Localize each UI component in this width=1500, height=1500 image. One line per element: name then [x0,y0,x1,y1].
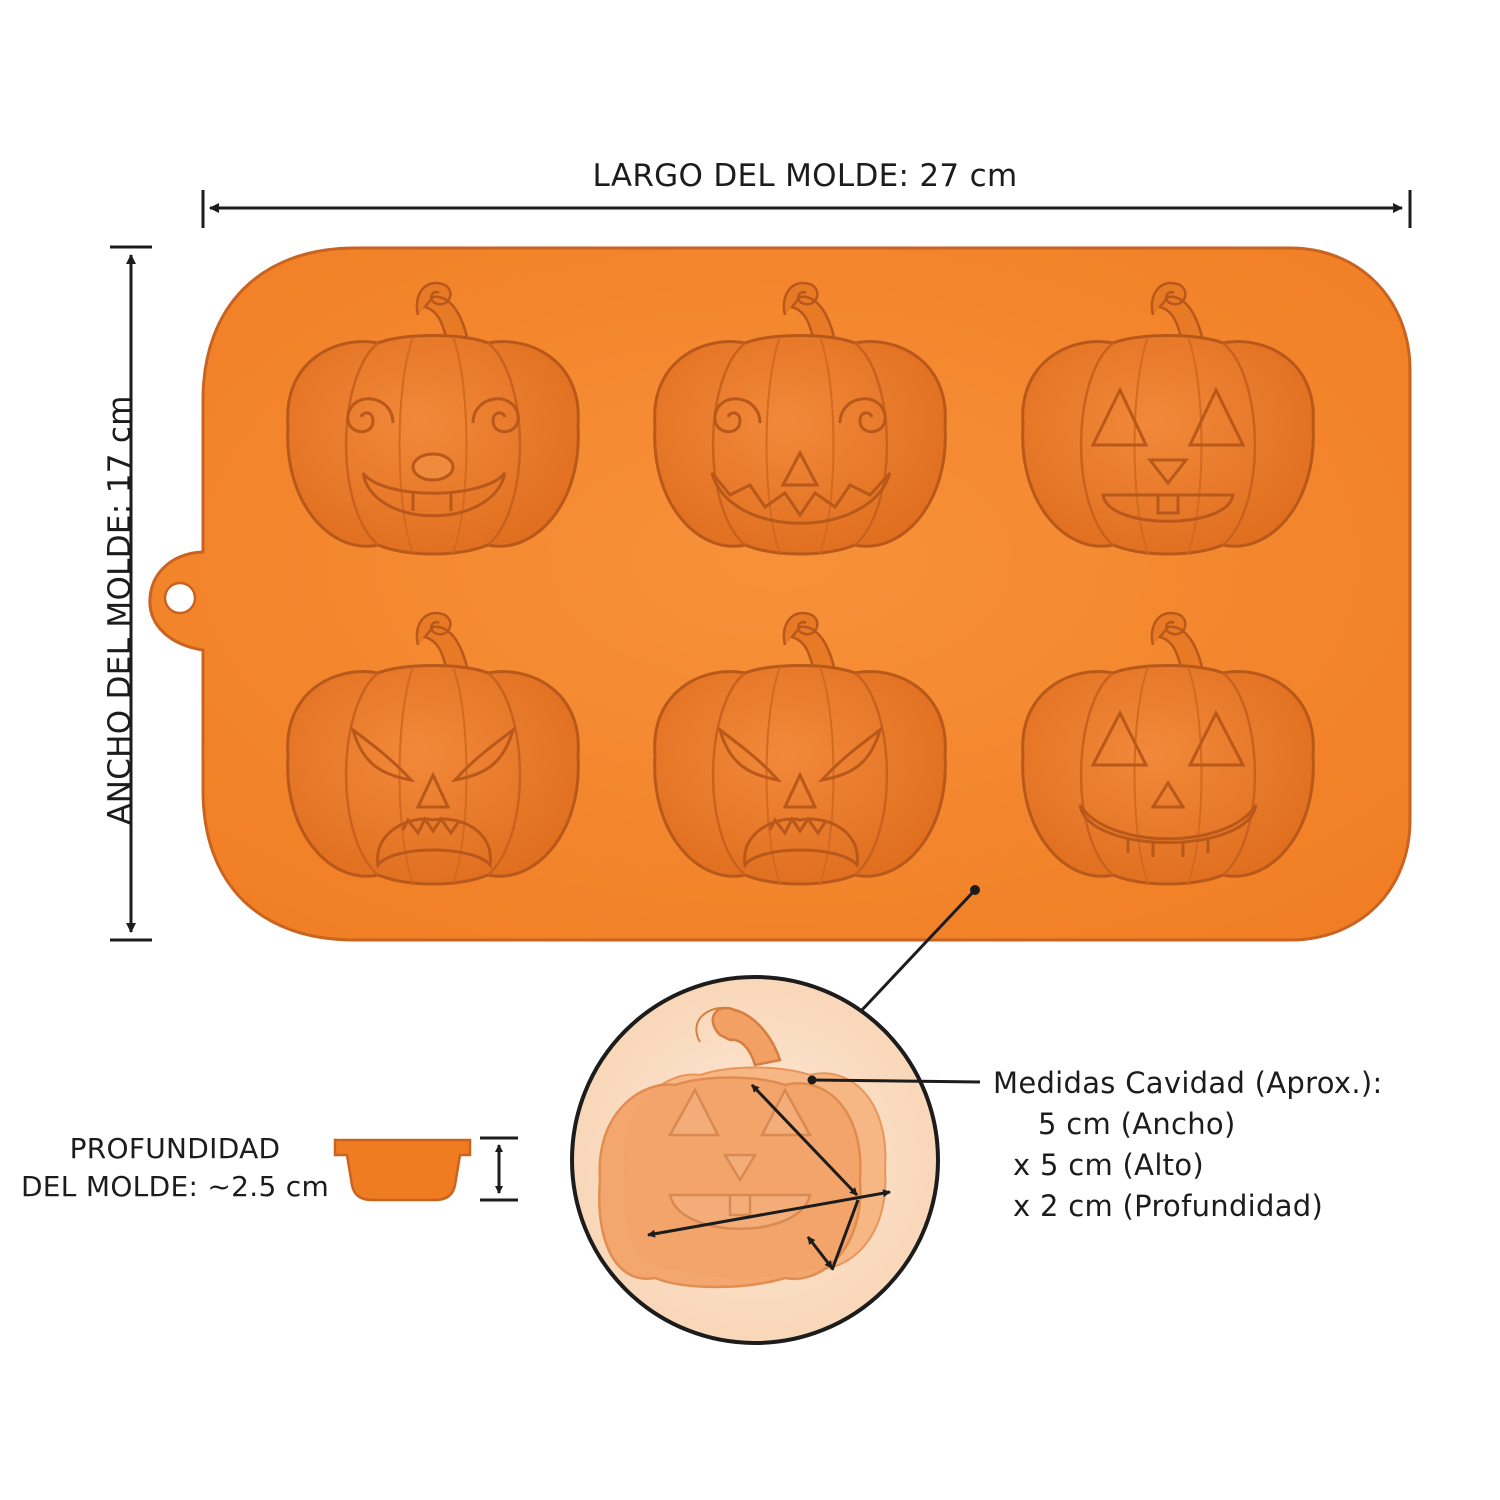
cavity-height: x 5 cm (Alto) [1013,1148,1204,1182]
mold-cavity [1021,281,1315,556]
mold-cavity [286,611,580,886]
depth-label-line2: DEL MOLDE: ~2.5 cm [20,1170,330,1203]
depth-label-line1: PROFUNDIDAD [69,1132,281,1165]
mold-cavity [286,281,580,556]
width-label: ANCHO DEL MOLDE: 17 cm [102,395,138,825]
cavity-title: Medidas Cavidad (Aprox.): [993,1066,1383,1100]
cavity-measurements: Medidas Cavidad (Aprox.): 5 cm (Ancho) x… [993,1063,1383,1227]
mold-cavity [1021,611,1315,886]
zoom-callout [860,885,980,1012]
depth-dimension [480,1136,518,1202]
length-dimension [201,190,1412,228]
cavity-zoom-view [570,975,981,1345]
cavity-depth: x 2 cm (Profundidad) [1013,1189,1324,1223]
cavity-width: 5 cm (Ancho) [1038,1107,1236,1141]
mold-cavity [653,281,947,556]
depth-label: PROFUNDIDAD DEL MOLDE: ~2.5 cm [10,1130,340,1206]
length-label: LARGO DEL MOLDE: 27 cm [592,158,1018,194]
hanging-hole [163,581,197,615]
mold-cavity [653,611,947,886]
width-dimension [110,245,152,942]
depth-profile [333,1138,472,1202]
